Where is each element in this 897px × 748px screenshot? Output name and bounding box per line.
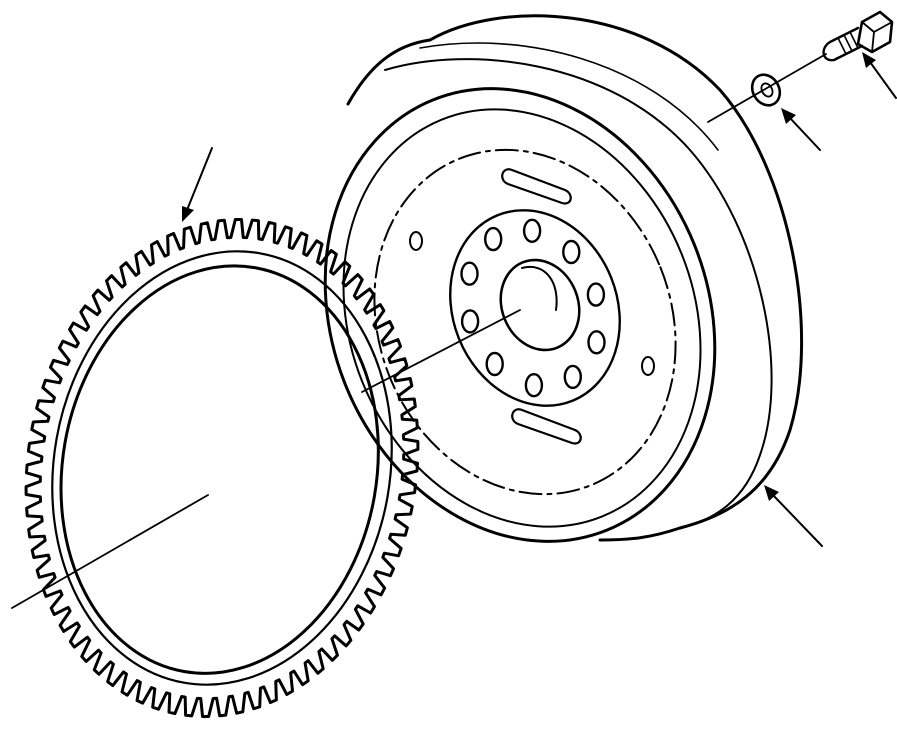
bolt-hole-9 xyxy=(460,309,480,334)
bolt-hole-1 xyxy=(484,226,503,252)
bolt xyxy=(822,10,894,62)
flywheel-hub xyxy=(449,209,621,407)
bolt-shank xyxy=(822,26,864,62)
bolt-threads xyxy=(837,31,859,55)
bolt-hole-6 xyxy=(563,364,582,390)
dowel-hole-lower xyxy=(641,356,655,376)
bolt-hole-2 xyxy=(522,218,542,244)
washer xyxy=(750,73,782,107)
bolt-hole-4 xyxy=(586,282,606,307)
flywheel-clutch-face xyxy=(373,148,677,496)
flywheel-back-rim xyxy=(428,14,804,530)
washer-outer xyxy=(750,73,782,107)
ring-gear-teeth xyxy=(24,218,420,718)
flywheel-side-groove xyxy=(384,58,773,529)
callout-flywheel xyxy=(764,485,823,547)
bolt-hole-10 xyxy=(460,261,479,286)
flywheel-face-ring xyxy=(342,108,702,528)
washer-inner xyxy=(760,82,774,98)
callout-washer xyxy=(781,108,821,151)
bolt-hole-7 xyxy=(524,373,544,398)
ring-gear-inner-edge xyxy=(51,250,393,686)
ring-gear xyxy=(24,218,420,718)
callout-ring-gear xyxy=(182,147,213,222)
bolt-hole-3 xyxy=(562,239,581,265)
callout-bolt xyxy=(862,52,897,99)
assembly-center-lines xyxy=(11,53,827,609)
flywheel-side-top xyxy=(346,38,432,106)
dowel-hole-upper xyxy=(409,231,423,251)
ring-gear-bore xyxy=(59,264,380,675)
flywheel-side-groove-2 xyxy=(419,42,719,151)
bolt-head xyxy=(856,10,894,54)
flywheel-bolt-holes xyxy=(460,218,606,398)
flywheel-bore-depth xyxy=(521,265,558,311)
bolt-hole-5 xyxy=(587,330,606,355)
flywheel-side-bottom xyxy=(598,526,682,542)
flywheel xyxy=(323,14,804,543)
flywheel-front-face xyxy=(323,87,717,543)
flywheel-slot-upper xyxy=(501,168,572,205)
bolt-hole-8 xyxy=(485,351,504,377)
flywheel-slot-lower xyxy=(511,408,582,445)
flywheel-center-bore xyxy=(499,258,581,352)
